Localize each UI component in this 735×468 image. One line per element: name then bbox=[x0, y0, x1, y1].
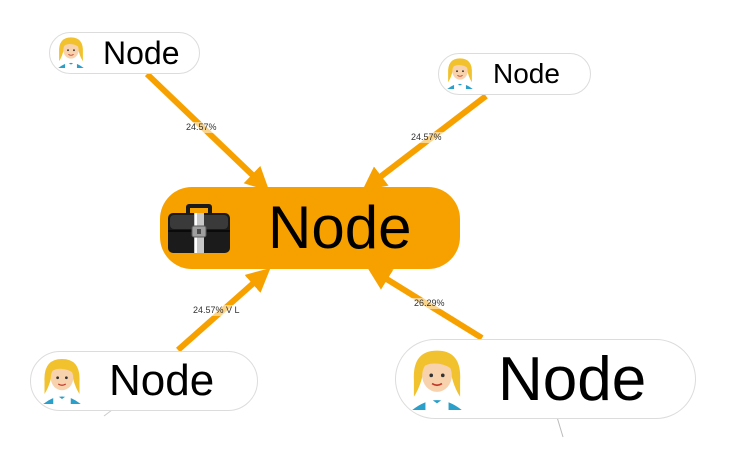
person-icon bbox=[54, 34, 88, 73]
stray-line-left bbox=[103, 409, 113, 417]
edge-label-top-right: 24.57% bbox=[409, 132, 444, 143]
person-icon bbox=[443, 55, 477, 94]
edge-label-top-left: 24.57% bbox=[184, 122, 219, 133]
node-bottom-right[interactable]: Node bbox=[395, 339, 696, 419]
node-top-left[interactable]: Node bbox=[49, 32, 200, 74]
node-top-right[interactable]: Node bbox=[438, 53, 591, 95]
person-icon bbox=[404, 344, 470, 415]
edge-label-bottom-left: 24.57% V L bbox=[191, 305, 242, 316]
node-top-left-label: Node bbox=[103, 34, 180, 71]
briefcase-icon bbox=[168, 204, 230, 253]
edge-label-bottom-right: 26.29% bbox=[412, 298, 447, 309]
node-bottom-right-label: Node bbox=[498, 344, 647, 414]
stray-line-right bbox=[556, 416, 564, 438]
person-icon bbox=[37, 354, 87, 409]
node-bottom-left-label: Node bbox=[109, 356, 215, 405]
node-top-right-label: Node bbox=[493, 58, 560, 89]
center-node[interactable]: Node bbox=[160, 187, 460, 269]
center-node-label: Node bbox=[268, 194, 412, 261]
node-bottom-left[interactable]: Node bbox=[30, 351, 258, 411]
